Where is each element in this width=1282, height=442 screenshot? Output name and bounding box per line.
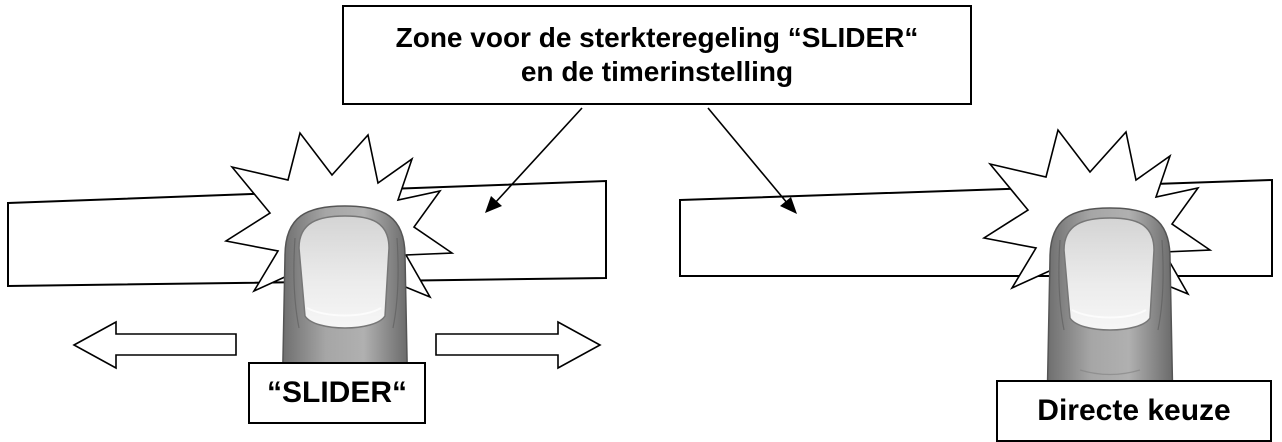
zone-title-box: Zone voor de sterkteregeling “SLIDER“ en… — [342, 5, 972, 105]
arrow-right-icon — [435, 320, 602, 370]
zone-title-line-1: Zone voor de sterkteregeling “SLIDER“ — [395, 22, 919, 53]
slider-label-box: “SLIDER“ — [248, 362, 426, 424]
direct-choice-label-box: Directe keuze — [996, 380, 1272, 442]
pointer-arrow-right — [707, 107, 797, 214]
slider-label: “SLIDER“ — [266, 376, 407, 409]
pointer-arrow-left — [485, 107, 583, 213]
arrow-left-icon — [72, 320, 237, 370]
zone-title-line-2: en de timerinstelling — [520, 55, 794, 87]
direct-choice-label: Directe keuze — [1037, 394, 1231, 427]
